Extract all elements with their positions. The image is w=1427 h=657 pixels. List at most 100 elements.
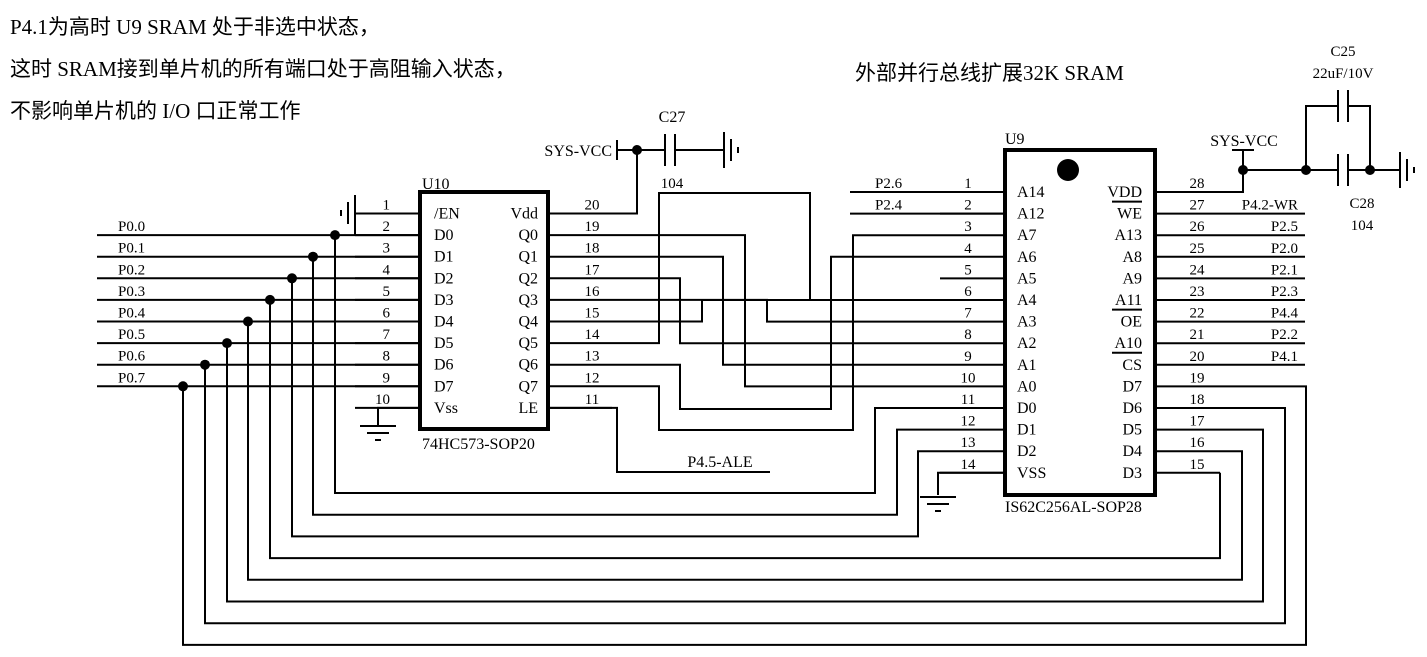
u10-pin-name: Q7 bbox=[518, 378, 538, 395]
u9-pin-name: A5 bbox=[1017, 270, 1037, 287]
u9-net-label: P2.3 bbox=[1271, 284, 1298, 300]
u9-pin-number: 27 bbox=[1190, 198, 1206, 214]
u9-net-label: P4.2-WR bbox=[1242, 198, 1298, 214]
u10-pin-number: 8 bbox=[383, 349, 391, 365]
u9-pin-name: VSS bbox=[1017, 465, 1046, 482]
u10-pin-name: Vdd bbox=[510, 206, 538, 223]
u10-pin-number: 7 bbox=[383, 327, 391, 343]
data-bus-wire bbox=[226, 343, 1264, 603]
data-bus-wire bbox=[182, 385, 1307, 646]
u10-pin-number: 3 bbox=[383, 241, 391, 257]
u9-pin-number: 5 bbox=[964, 262, 972, 278]
u10-pin-number: 4 bbox=[383, 262, 391, 278]
u9-pin-name: A6 bbox=[1017, 249, 1037, 266]
u9-pin-number: 9 bbox=[964, 349, 972, 365]
u9-pin-name: D2 bbox=[1017, 443, 1037, 460]
u9-net-label: P2.1 bbox=[1271, 262, 1298, 278]
u9-pin-number: 13 bbox=[961, 435, 976, 451]
junction-dot bbox=[1238, 165, 1248, 175]
c28-value: 104 bbox=[1351, 218, 1374, 234]
components bbox=[178, 90, 1415, 512]
u9-pin-number: 3 bbox=[964, 219, 972, 235]
u10-pin-name: Q1 bbox=[518, 249, 538, 266]
u9-pin-name: D1 bbox=[1017, 422, 1037, 439]
u9-pin-name: CS bbox=[1122, 357, 1142, 374]
wire bbox=[612, 255, 940, 410]
p0-net-label: P0.4 bbox=[118, 306, 146, 322]
u9-pin-number: 1 bbox=[964, 176, 972, 192]
u9-pin-name: D3 bbox=[1122, 465, 1142, 482]
u10-pin-name: Q2 bbox=[518, 270, 538, 287]
u9-pin-name: A0 bbox=[1017, 378, 1037, 395]
u9-pin-name: D5 bbox=[1122, 422, 1142, 439]
u9-net-label: P2.6 bbox=[875, 176, 903, 192]
u10-pin-number: 12 bbox=[585, 370, 600, 386]
pin1-marker-dot bbox=[1057, 159, 1079, 181]
wire bbox=[548, 406, 770, 473]
junction-dot bbox=[1365, 165, 1375, 175]
u10-pin-number: 19 bbox=[585, 219, 600, 235]
u10-pin-name: D4 bbox=[434, 314, 454, 331]
u9-part: IS62C256AL-SOP28 bbox=[1005, 499, 1142, 516]
u10-pin-number: 2 bbox=[383, 219, 391, 235]
wires bbox=[97, 105, 1400, 646]
u10-pin-name: D3 bbox=[434, 292, 454, 309]
c25-value: 22uF/10V bbox=[1313, 66, 1374, 82]
u9-pin-number: 6 bbox=[964, 284, 972, 300]
p0-net-label: P0.6 bbox=[118, 349, 146, 365]
data-bus-wire bbox=[291, 278, 940, 538]
u10-pin-number: 1 bbox=[383, 198, 391, 214]
junction-dot bbox=[287, 273, 297, 284]
u9-pin-number: 24 bbox=[1190, 262, 1206, 278]
u9-pin-name: A4 bbox=[1017, 292, 1037, 309]
wire bbox=[612, 192, 811, 345]
u10-pin-number: 10 bbox=[375, 392, 390, 408]
u9-pin-name: VDD bbox=[1107, 184, 1142, 201]
u9-pin-number: 18 bbox=[1190, 392, 1205, 408]
p0-net-label: P0.7 bbox=[118, 370, 146, 386]
c27-ref: C27 bbox=[659, 109, 686, 126]
wire bbox=[612, 255, 940, 366]
u10-pin-name: Q6 bbox=[518, 357, 538, 374]
u10-pin-number: 11 bbox=[585, 392, 599, 408]
junction-dot bbox=[200, 359, 210, 370]
u9-net-label: P2.2 bbox=[1271, 327, 1298, 343]
wire bbox=[1348, 105, 1371, 170]
u9-pin-number: 22 bbox=[1190, 306, 1205, 322]
note-line-2: 这时 SRAM接到单片机的所有端口处于高阻输入状态， bbox=[10, 57, 516, 81]
junction-dot bbox=[632, 145, 642, 155]
data-bus-wire bbox=[247, 321, 1243, 581]
wire bbox=[612, 234, 940, 431]
p0-net-label: P0.5 bbox=[118, 327, 145, 343]
u10-pin-name: Q0 bbox=[518, 227, 538, 244]
u9-net-label: P2.4 bbox=[875, 198, 903, 214]
u9-net-label: P2.5 bbox=[1271, 219, 1298, 235]
p0-net-label: P0.1 bbox=[118, 241, 145, 257]
u10-pin-number: 9 bbox=[383, 370, 391, 386]
u10-pin-number: 16 bbox=[585, 284, 601, 300]
u9-pin-number: 14 bbox=[961, 457, 977, 473]
u9-pin-name: D6 bbox=[1122, 400, 1142, 417]
u9-pin-name: A1 bbox=[1017, 357, 1037, 374]
junction-dot bbox=[178, 381, 188, 392]
u10-pin-name: D2 bbox=[434, 270, 454, 287]
wire bbox=[377, 406, 420, 426]
u10-pin-number: 20 bbox=[585, 198, 600, 214]
junction-dot bbox=[308, 251, 318, 262]
data-bus-wire bbox=[312, 256, 940, 516]
junction-dot bbox=[330, 230, 340, 241]
note-line-1: P4.1为高时 U9 SRAM 处于非选中状态， bbox=[10, 15, 380, 39]
u10-pin-name: D1 bbox=[434, 249, 454, 266]
u10-pin-name: D0 bbox=[434, 227, 454, 244]
data-bus-wire bbox=[204, 364, 1286, 625]
u9-pin-number: 8 bbox=[964, 327, 972, 343]
u10-body bbox=[418, 190, 550, 431]
u9-pin-number: 11 bbox=[961, 392, 975, 408]
data-bus-wire bbox=[269, 299, 1221, 560]
p0-net-label: P0.2 bbox=[118, 262, 145, 278]
u10-pin-number: 6 bbox=[383, 306, 391, 322]
sys-vcc-label: SYS-VCC bbox=[544, 143, 612, 160]
u10-part: 74HC573-SOP20 bbox=[422, 436, 535, 453]
u9-pin-name: A3 bbox=[1017, 314, 1037, 331]
